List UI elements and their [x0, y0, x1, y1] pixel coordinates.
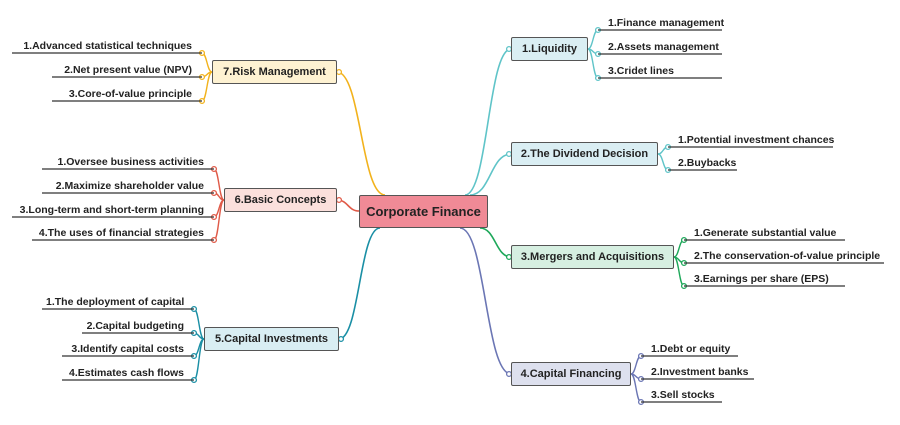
branch-node-dividend-decision[interactable]: 2.The Dividend Decision	[511, 142, 658, 166]
branch-node-capital-investments[interactable]: 5.Capital Investments	[204, 327, 339, 351]
branch-node-mergers-acquisitions[interactable]: 3.Mergers and Acquisitions	[511, 245, 674, 269]
leaf-core-of-value-principle[interactable]: 3.Core-of-value principle	[68, 88, 192, 100]
leaf-generate-substantial-value[interactable]: 1.Generate substantial value	[694, 227, 837, 239]
leaf-net-present-value[interactable]: 2.Net present value (NPV)	[64, 64, 192, 76]
leaf-estimates-cash-flows[interactable]: 4.Estimates cash flows	[69, 367, 184, 379]
leaf-earnings-per-share[interactable]: 3.Earnings per share (EPS)	[694, 273, 829, 285]
root-node-corporate-finance[interactable]: Corporate Finance	[359, 195, 488, 228]
leaf-advanced-statistical-techniques[interactable]: 1.Advanced statistical techniques	[23, 40, 192, 52]
branch-node-risk-management[interactable]: 7.Risk Management	[212, 60, 337, 84]
connector-dot	[337, 335, 345, 343]
connector-dot	[335, 196, 343, 204]
leaf-connector	[587, 29, 599, 50]
leaf-connector	[630, 355, 642, 375]
leaf-investment-banks[interactable]: 2.Investment banks	[651, 366, 749, 378]
leaf-buybacks[interactable]: 2.Buybacks	[678, 157, 737, 169]
branch-connector	[338, 227, 381, 340]
leaf-uses-of-financial-strategies[interactable]: 4.The uses of financial strategies	[38, 227, 204, 239]
leaf-connector	[213, 199, 225, 241]
branch-connector	[469, 153, 512, 196]
leaf-cridet-lines[interactable]: 3.Cridet lines	[608, 65, 674, 77]
connector-dot	[335, 68, 343, 76]
branch-connector	[464, 48, 512, 196]
leaf-connector	[201, 52, 213, 73]
leaf-potential-investment-chances[interactable]: 1.Potential investment chances	[678, 134, 835, 146]
branch-node-liquidity[interactable]: 1.Liquidity	[511, 37, 588, 61]
branch-connector	[479, 227, 512, 258]
leaf-deployment-of-capital[interactable]: 1.The deployment of capital	[46, 296, 185, 308]
branch-node-capital-financing[interactable]: 4.Capital Financing	[511, 362, 631, 386]
leaf-maximize-shareholder-value[interactable]: 2.Maximize shareholder value	[55, 180, 204, 192]
leaf-oversee-business-activities[interactable]: 1.Oversee business activities	[57, 156, 204, 168]
branch-node-basic-concepts[interactable]: 6.Basic Concepts	[224, 188, 337, 212]
leaf-connector	[193, 338, 205, 381]
leaf-conservation-of-value-principle[interactable]: 2.The conservation-of-value principle	[694, 250, 881, 262]
leaf-sell-stocks[interactable]: 3.Sell stocks	[651, 389, 715, 401]
leaf-finance-management[interactable]: 1.Finance management	[608, 17, 725, 29]
branch-connector	[459, 227, 512, 375]
branch-connector	[336, 71, 386, 196]
leaf-long-short-term-planning[interactable]: 3.Long-term and short-term planning	[19, 204, 204, 216]
leaf-capital-budgeting[interactable]: 2.Capital budgeting	[86, 320, 184, 332]
leaf-debt-or-equity[interactable]: 1.Debt or equity	[651, 343, 731, 355]
leaf-identify-capital-costs[interactable]: 3.Identify capital costs	[71, 343, 184, 355]
leaf-assets-management[interactable]: 2.Assets management	[608, 41, 719, 53]
